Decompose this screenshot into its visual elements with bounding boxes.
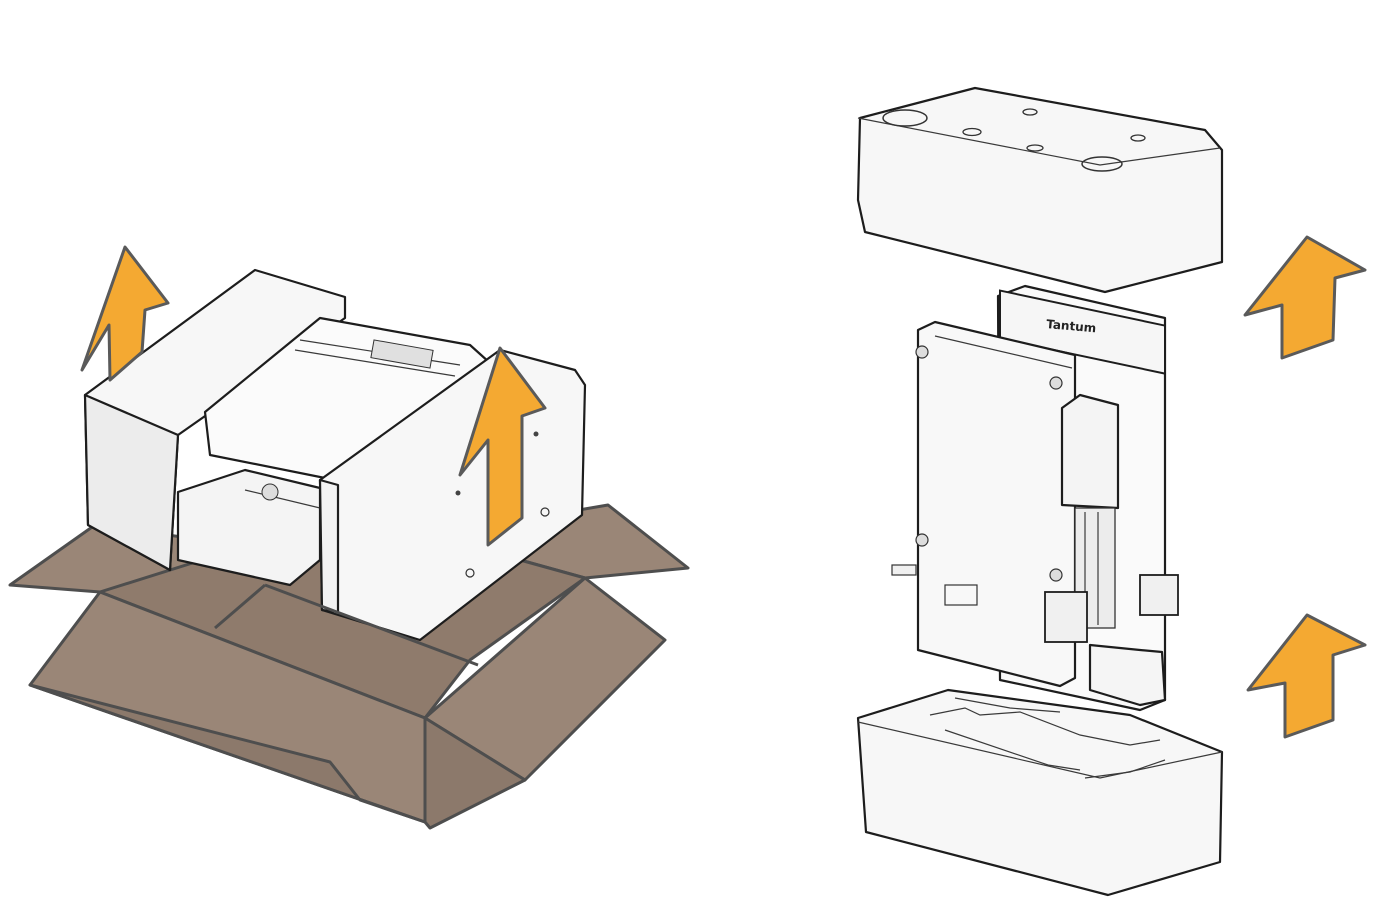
lift-up-arrow-icon xyxy=(80,245,170,382)
cardboard-box-front xyxy=(28,576,667,830)
device-tray xyxy=(176,468,322,587)
brand-label: Tantum xyxy=(1046,317,1097,335)
box-flap-front-right xyxy=(423,716,527,830)
lift-up-arrow-icon xyxy=(1243,235,1367,360)
foam-bottom-tray xyxy=(856,688,1224,897)
step-remove-foam-packaging: Tantum xyxy=(856,86,1367,897)
foam-top-block xyxy=(856,86,1224,294)
device-main-plate xyxy=(916,320,1077,688)
lift-up-arrow-icon xyxy=(1246,613,1367,739)
box-flap-front-left xyxy=(28,683,427,824)
upright-device: Tantum xyxy=(891,284,1179,712)
lift-up-arrow-icon xyxy=(458,346,547,547)
step-lift-out-of-box xyxy=(8,245,690,830)
